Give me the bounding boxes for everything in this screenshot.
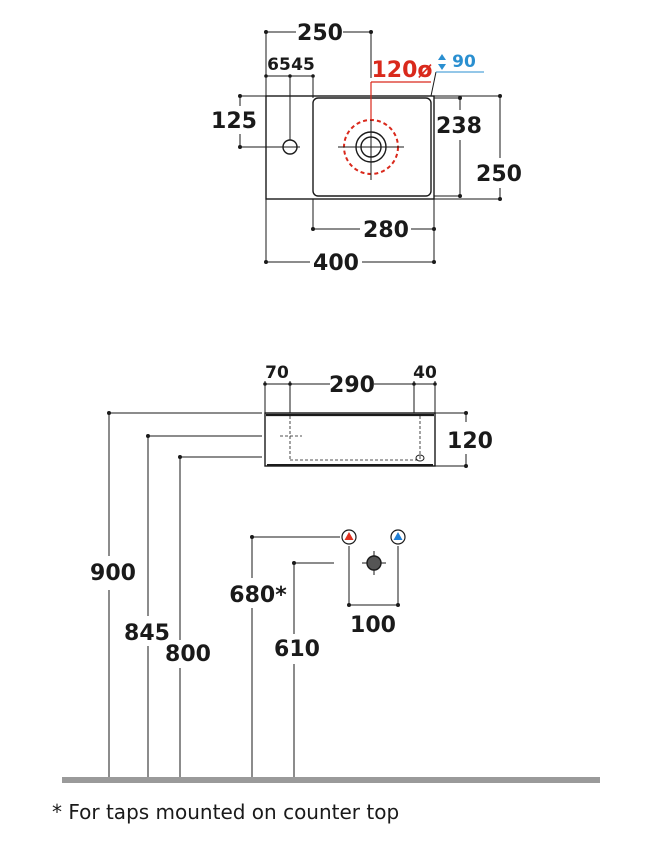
dim-400: 400 xyxy=(313,251,359,276)
floor-line xyxy=(62,777,600,783)
dim-845: 845 xyxy=(124,621,170,646)
dim-45: 45 xyxy=(291,55,315,75)
dim-120-diameter: 120ø xyxy=(371,58,432,83)
dim-680: 680* xyxy=(229,583,287,608)
up-down-arrow-icon xyxy=(438,54,446,70)
dim-70: 70 xyxy=(265,363,289,383)
side-view: 70 290 40 120 900 845 800 680* xyxy=(62,363,600,783)
footnote: * For taps mounted on counter top xyxy=(52,800,400,824)
hot-water-icon xyxy=(341,529,357,545)
dim-40: 40 xyxy=(413,363,437,383)
dim-100: 100 xyxy=(350,613,396,638)
cold-water-icon xyxy=(390,529,406,545)
drain-icon xyxy=(338,114,404,180)
dim-250-right: 250 xyxy=(476,162,522,187)
top-view: 250 65 45 120ø 90 125 xyxy=(211,21,522,276)
dim-238: 238 xyxy=(436,114,482,139)
dim-610: 610 xyxy=(274,637,320,662)
waste-outlet-icon xyxy=(362,551,386,575)
dim-290: 290 xyxy=(329,373,375,398)
dim-250-top: 250 xyxy=(297,21,343,46)
dim-800: 800 xyxy=(165,642,211,667)
dim-125: 125 xyxy=(211,109,257,134)
dim-65: 65 xyxy=(267,55,291,75)
bowl-outline-top xyxy=(312,97,432,197)
basin-outline-side xyxy=(264,412,436,467)
dim-90: 90 xyxy=(452,52,476,72)
dim-120: 120 xyxy=(447,429,493,454)
dim-900: 900 xyxy=(90,561,136,586)
dim-280: 280 xyxy=(363,218,409,243)
